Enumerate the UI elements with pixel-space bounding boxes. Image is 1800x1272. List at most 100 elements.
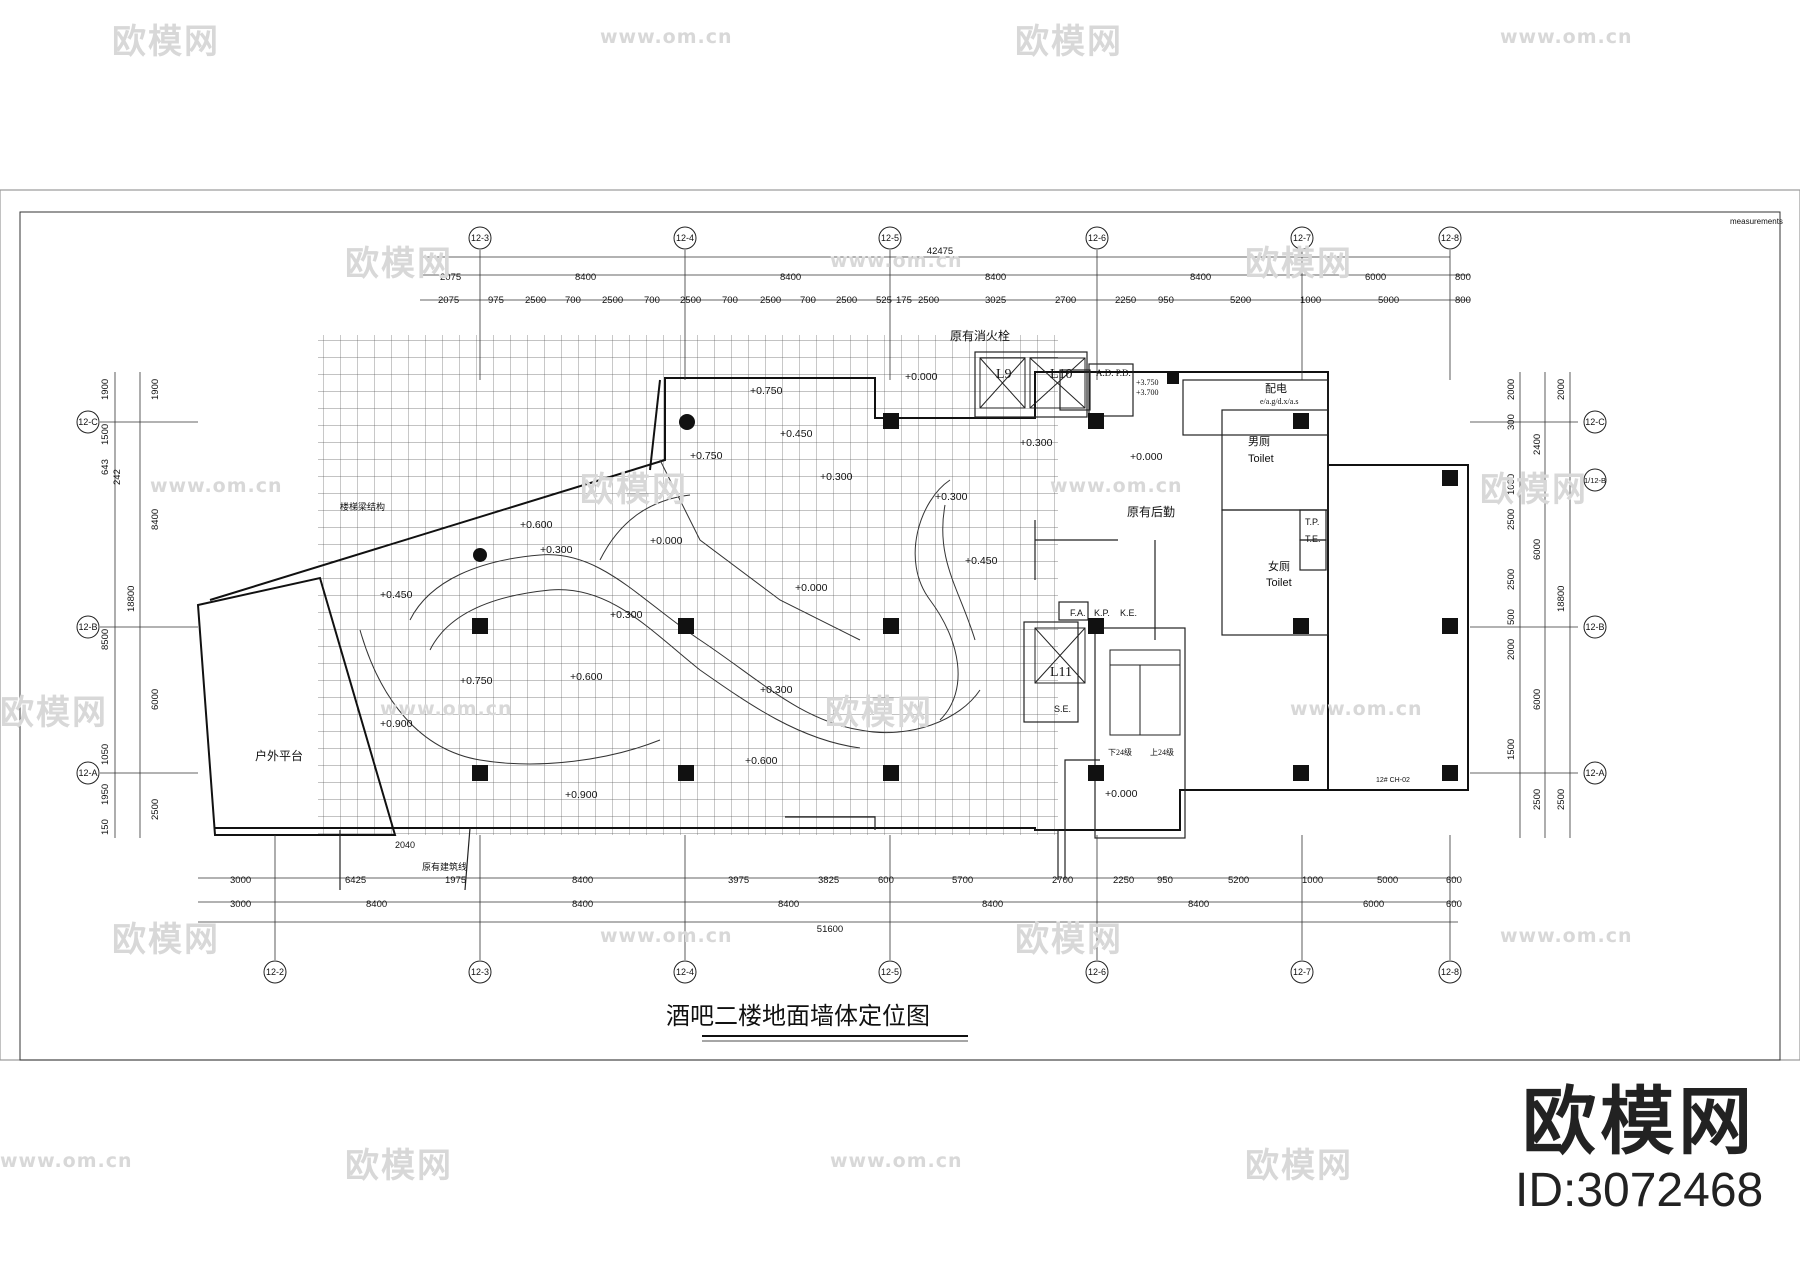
brand-logo: 欧模网 [1522,1079,1757,1165]
dim-2040: 2040 [395,840,415,850]
dim-l: 6000 [150,689,161,710]
grid-label: 12-A [78,768,97,778]
grid-label: 12-5 [881,233,899,243]
womens-room-label: 女厕 [1268,559,1290,573]
grid-bubbles-bottom: 12-2 12-3 12-4 12-5 12-6 12-7 12-8 [263,960,1462,984]
grid-label: 12-4 [676,233,694,243]
level-mark: +0.300 [540,544,573,556]
level-mark: +0.000 [1105,788,1138,800]
se-label: S.E. [1054,704,1071,714]
dim-t1: 6000 [1365,272,1386,283]
level-mark: +0.000 [650,535,683,547]
dim-b1: 2700 [1052,875,1073,886]
dim-l: 8400 [150,509,161,530]
level-mark: +0.900 [380,718,413,730]
dim-t2: 2500 [918,295,939,306]
dim-b1: 5000 [1377,875,1398,886]
dim-t2: 5200 [1230,295,1251,306]
level-mark: +0.450 [780,428,813,440]
dim-li: 2500 [150,799,161,820]
grid-label: 1/12-B [1584,476,1606,485]
grid-bubbles-side: 12-C 12-B 12-A 12-C 1/12-B 12-B 12-A [76,410,1607,785]
dim-t1: 8400 [780,272,801,283]
grid-label: 12-A [1585,768,1604,778]
grid-label: 12-4 [676,967,694,977]
level-mark: +0.450 [380,589,413,601]
grid-label: 12-7 [1293,967,1311,977]
dim-t2: 5000 [1378,295,1399,306]
structure-label: 楼梯梁结构 [340,501,385,512]
dim-b2: 600 [1446,899,1462,910]
dim-b1: 3000 [230,875,251,886]
level-mark: +0.300 [1020,437,1053,449]
curved-walls [359,459,981,765]
dim-b2: 8400 [778,899,799,910]
dim-t1: 8400 [985,272,1006,283]
dim-b2: 6000 [1363,899,1384,910]
level-mark: +0.750 [460,675,493,687]
level-mark: +0.450 [965,555,998,567]
dim-l: 242 [112,469,123,485]
dim-l: 150 [100,819,111,835]
dim-r: 6000 [1532,689,1543,710]
grid-label: 12-5 [881,967,899,977]
grid-label: 12-2 [266,967,284,977]
dim-t2: 700 [722,295,738,306]
dim-b1: 1000 [1302,875,1323,886]
dim-top-total: 42475 [927,246,953,257]
dim-r: 500 [1506,609,1517,625]
dim-b1: 600 [878,875,894,886]
te-label: T.E. [1305,534,1321,544]
dim-r: 2000 [1506,379,1517,400]
floor-grid [318,335,1058,835]
drawing-title: 酒吧二楼地面墙体定位图 [666,1003,930,1030]
kp-label: K.P. [1094,608,1110,618]
dim-b2: 3000 [230,899,251,910]
dim-b1: 2250 [1113,875,1134,886]
dim-ro: 18800 [1556,586,1567,612]
toilet-label: Toilet [1248,453,1274,465]
grid-label: 12-3 [471,233,489,243]
dim-l: 18800 [126,586,137,612]
grid-label: 12-C [1585,417,1605,427]
grid-label: 12-8 [1441,967,1459,977]
level-mark: +0.600 [520,519,553,531]
dim-r: 1000 [1506,474,1517,495]
model-id: ID:3072468 [1515,1164,1764,1217]
existing-building-line-label: 原有建筑线 [422,861,467,872]
dim-r: 1500 [1506,739,1517,760]
level-mark: +0.000 [795,582,828,594]
dim-t1: 8400 [575,272,596,283]
dim-l: 8500 [100,629,111,650]
level-label: +3.750 [1136,378,1159,387]
dim-t2: 2075 [438,295,459,306]
dim-r: 2500 [1506,569,1517,590]
level-mark: +0.300 [610,609,643,621]
dim-b1: 5200 [1228,875,1249,886]
dim-t1: 800 [1455,272,1471,283]
dim-r: 2000 [1506,639,1517,660]
dim-b2: 8400 [572,899,593,910]
building-outline [196,371,1469,836]
dim-b2: 8400 [1188,899,1209,910]
level-mark: +0.600 [745,755,778,767]
dim-b2: 8400 [366,899,387,910]
stair-down-label: 下24级 [1108,747,1132,757]
adpd-label: A.D. P.D. [1096,368,1131,378]
dim-ro: 2500 [1556,789,1567,810]
grid-label: 12-B [1585,622,1604,632]
dim-b1: 950 [1157,875,1173,886]
elevator-label: L11 [1050,665,1072,680]
level-mark: +0.750 [690,450,723,462]
dim-b1: 3825 [818,875,839,886]
dim-t2: 2700 [1055,295,1076,306]
dim-t1: 8400 [1190,272,1211,283]
dim-l: 643 [100,459,111,475]
dim-t2: 2500 [836,295,857,306]
grid-bubbles-top: 12-3 12-4 12-5 12-6 12-7 12-8 [468,226,1462,250]
grid-label: 12-6 [1088,233,1106,243]
power-room-sub-label: e/a.g/d.x/a.s [1260,397,1298,406]
grid-label: 12-8 [1441,233,1459,243]
inner-walls [339,351,1329,891]
